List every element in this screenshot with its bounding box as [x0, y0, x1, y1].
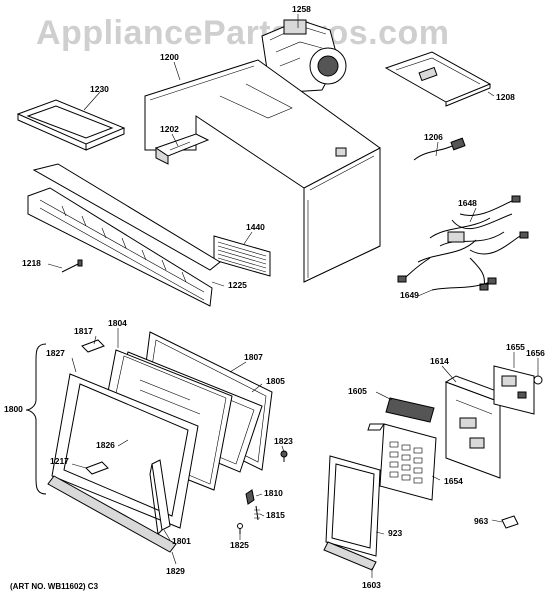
- label-1648: 1648: [458, 198, 477, 208]
- leader-lines: [47, 14, 539, 578]
- latch-top-part[interactable]: [81, 339, 105, 353]
- label-1823: 1823: [274, 436, 293, 446]
- label-1826: 1826: [96, 440, 115, 450]
- label-923: 923: [388, 528, 402, 538]
- bracket-part[interactable]: [154, 133, 210, 165]
- label-1810: 1810: [264, 488, 283, 498]
- label-1807: 1807: [244, 352, 263, 362]
- door-trim-part[interactable]: [47, 475, 177, 553]
- wire-lead-part[interactable]: [431, 277, 497, 291]
- screw-part[interactable]: [61, 259, 83, 273]
- art-number: (ART NO. WB11602) C3: [10, 582, 99, 591]
- label-1805: 1805: [266, 376, 285, 386]
- label-1655: 1655: [506, 342, 525, 352]
- display-window-part[interactable]: [385, 397, 435, 423]
- door-pin-part[interactable]: [237, 523, 243, 535]
- label-1827: 1827: [46, 348, 65, 358]
- label-1440: 1440: [246, 222, 265, 232]
- label-963: 963: [474, 516, 488, 526]
- label-1217: 1217: [50, 456, 69, 466]
- label-1200: 1200: [160, 52, 179, 62]
- small-clip-part[interactable]: [501, 515, 519, 529]
- label-1815: 1815: [266, 510, 285, 520]
- door-latch-lever-part[interactable]: [245, 489, 255, 505]
- control-knob-part[interactable]: [533, 375, 543, 385]
- label-1829: 1829: [166, 566, 185, 576]
- control-panel-frame-part[interactable]: [325, 455, 381, 557]
- watermark-logo: AppliancePartsPros.com: [36, 14, 450, 52]
- connector-part[interactable]: [413, 137, 466, 161]
- door-screw-part[interactable]: [280, 450, 288, 462]
- wire-harness-part[interactable]: [397, 195, 529, 291]
- label-1218: 1218: [22, 258, 41, 268]
- label-1605: 1605: [348, 386, 367, 396]
- vent-assembly-part[interactable]: [27, 163, 221, 307]
- label-1258: 1258: [292, 4, 311, 14]
- label-1804: 1804: [108, 318, 127, 328]
- door-spring-part[interactable]: [254, 505, 260, 521]
- keypad-part[interactable]: [367, 423, 437, 501]
- label-1614: 1614: [430, 356, 449, 366]
- latch-bottom-part[interactable]: [85, 461, 109, 475]
- label-1801: 1801: [172, 536, 191, 546]
- blower-motor-part[interactable]: [261, 19, 347, 95]
- vent-grille-part[interactable]: [213, 235, 271, 277]
- label-1603: 1603: [362, 580, 381, 590]
- label-1817: 1817: [74, 326, 93, 336]
- grease-filter-part[interactable]: [16, 99, 126, 151]
- label-1800: 1800: [4, 404, 23, 414]
- door-assembly-bracket: [25, 343, 47, 495]
- label-1825: 1825: [230, 540, 249, 550]
- label-1202: 1202: [160, 124, 179, 134]
- label-1208: 1208: [496, 92, 515, 102]
- mounting-plate-part[interactable]: [384, 51, 492, 107]
- label-1225: 1225: [228, 280, 247, 290]
- circuit-board-part[interactable]: [493, 365, 535, 415]
- label-1656: 1656: [526, 348, 545, 358]
- outer-case-part[interactable]: [144, 59, 381, 283]
- label-1206: 1206: [424, 132, 443, 142]
- label-1230: 1230: [90, 84, 109, 94]
- label-1654: 1654: [444, 476, 463, 486]
- door-handle-part[interactable]: [149, 459, 171, 536]
- label-1649: 1649: [400, 290, 419, 300]
